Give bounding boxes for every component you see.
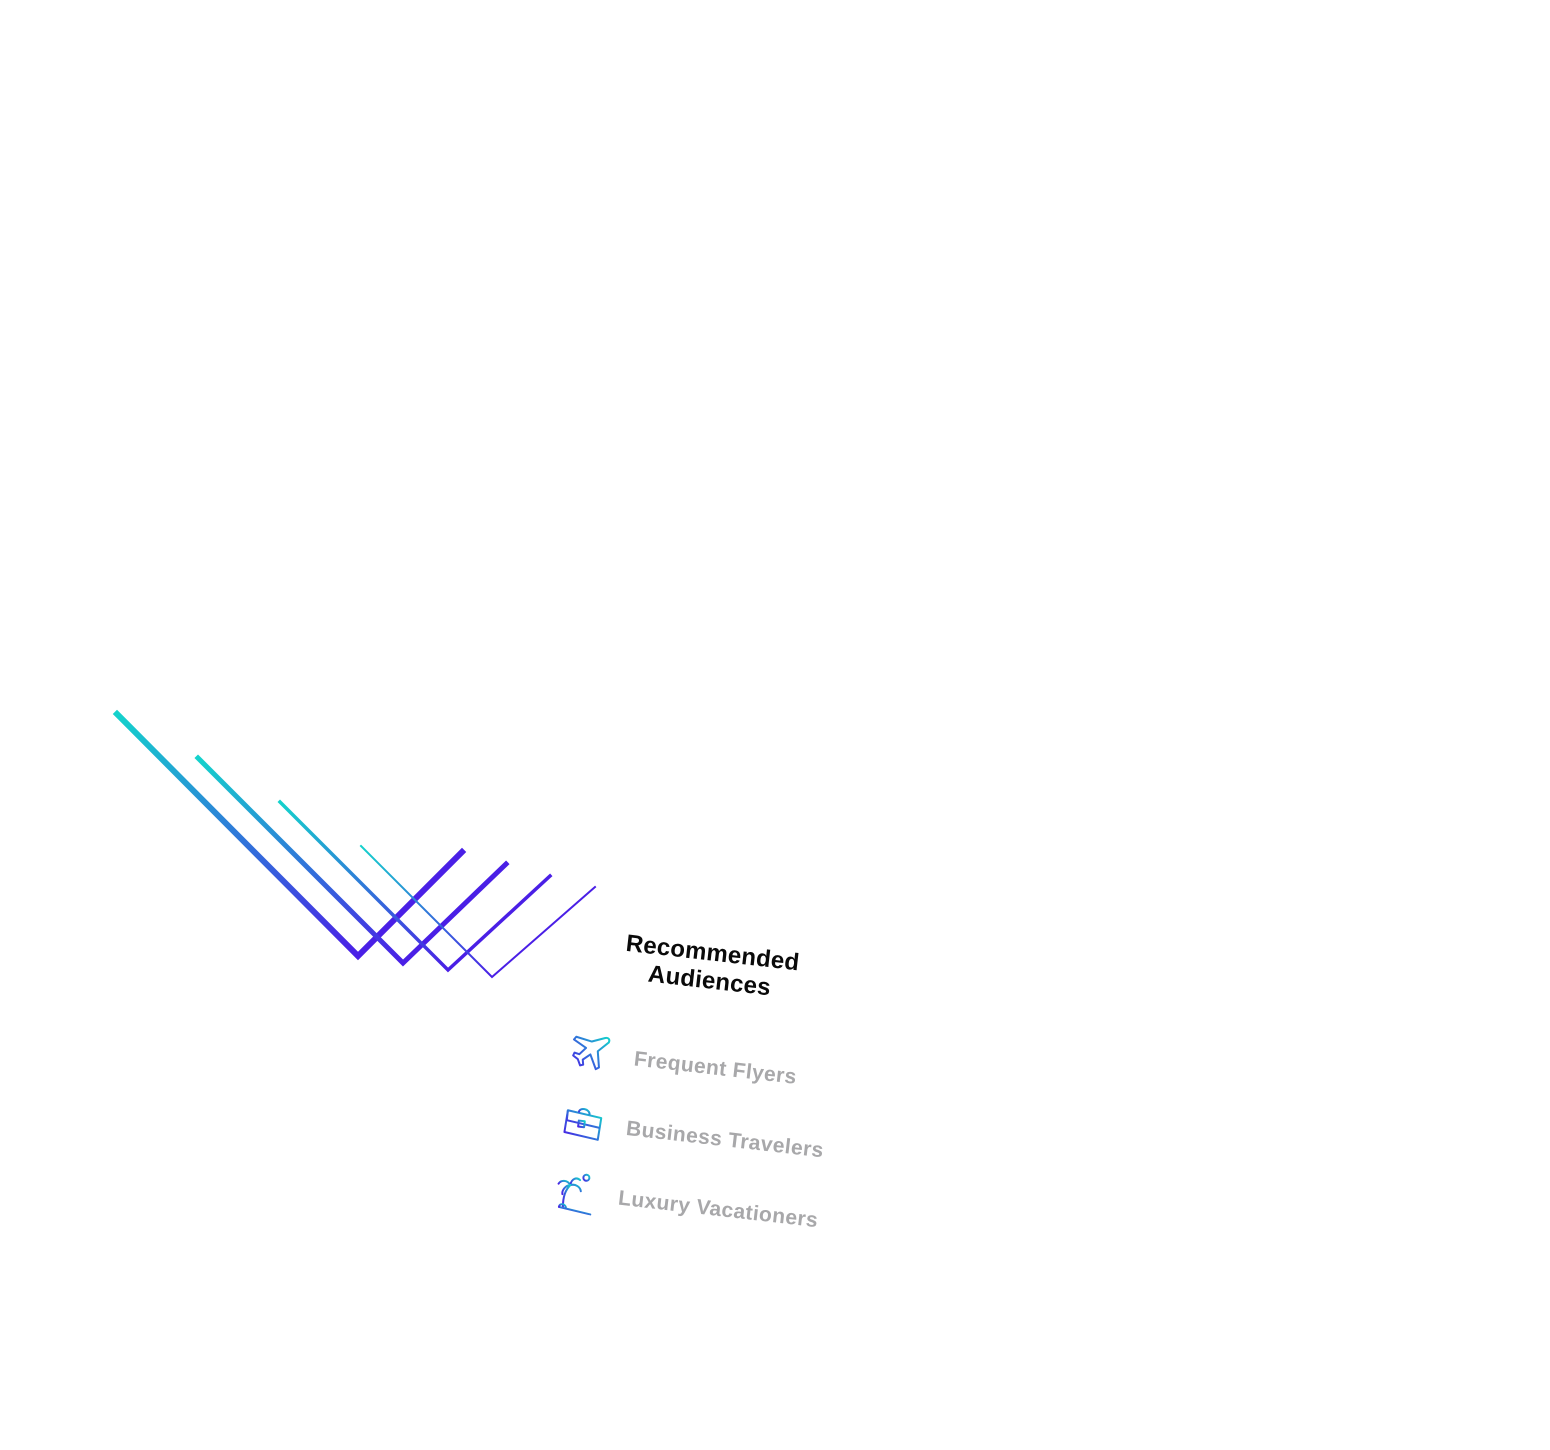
list-item: Luxury Vacationers — [549, 1169, 855, 1273]
palm-tree-icon — [557, 1173, 592, 1216]
chevron-line-1 — [112, 709, 467, 961]
recommended-audiences-card: Recommended Audiences Frequent Flyers — [548, 925, 883, 1287]
briefcase-icon — [563, 1108, 603, 1141]
chevron-line-3 — [277, 799, 553, 973]
audience-list: Frequent Flyers Business Travelers — [549, 1030, 871, 1273]
airplane-icon — [572, 1035, 611, 1071]
chevron-line-4 — [359, 844, 597, 979]
list-item: Frequent Flyers — [565, 1030, 871, 1134]
audience-label-frequent-flyers: Frequent Flyers — [632, 1047, 798, 1089]
chevron-line-2 — [194, 754, 510, 967]
list-item: Business Travelers — [557, 1100, 863, 1204]
